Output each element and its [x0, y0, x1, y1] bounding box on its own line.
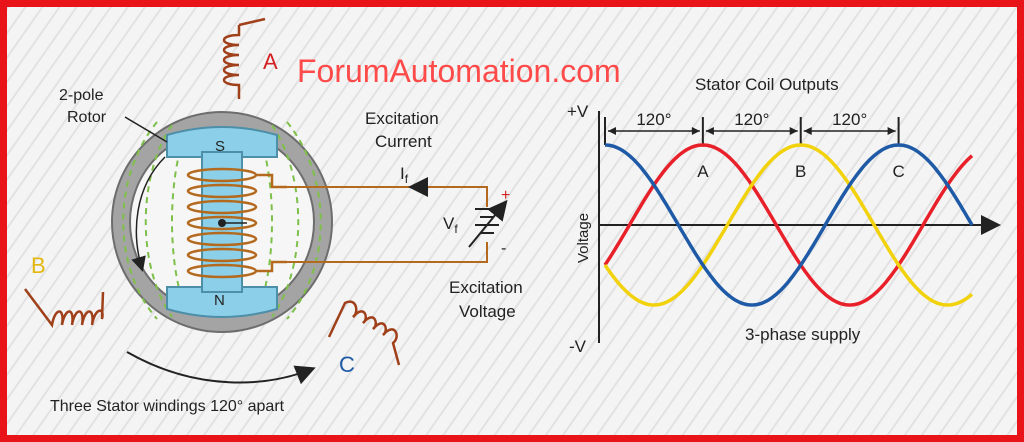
series-group: [603, 143, 974, 307]
generator-diagram: S N 2-pole Rotor A B C + - Excitation Cu…: [7, 7, 1017, 435]
series-line-3: [604, 143, 974, 307]
rotor-label-line2: Rotor: [67, 109, 107, 126]
minus-sign: -: [501, 240, 506, 257]
interval-label-1: 120°: [636, 110, 671, 129]
peak-labels: A B C: [697, 162, 905, 181]
rotor-top-pole-shoe: [166, 126, 278, 158]
y-axis-label: Voltage: [575, 213, 592, 263]
battery-symbol: [468, 199, 508, 248]
coil-b-label: B: [31, 253, 46, 278]
stator-coil-b: [24, 288, 105, 329]
peak-label-a: A: [697, 162, 709, 181]
pole-north-label: N: [214, 292, 225, 309]
peak-label-c: C: [892, 162, 904, 181]
interval-arrowhead-1-1: [608, 127, 616, 135]
rotor-bottom-pole-shoe: [166, 286, 278, 318]
y-top-label: +V: [567, 102, 589, 121]
coil-a-label: A: [263, 49, 278, 74]
y-bottom-label: -V: [569, 337, 587, 356]
waveform-chart: Stator Coil Outputs 3-phase supply +V -V…: [567, 75, 1001, 356]
excitation-current-line2: Current: [375, 132, 432, 151]
interval-markers: 120° 120° 120°: [604, 110, 900, 145]
interval-arrowhead-2-2: [789, 127, 798, 135]
current-symbol: If: [400, 164, 409, 186]
series-line-1: [603, 143, 974, 307]
chart-subtitle: 3-phase supply: [745, 325, 861, 344]
stator-coil-c: [327, 300, 401, 366]
pole-south-label: S: [215, 138, 225, 155]
excitation-current-line1: Excitation: [365, 109, 439, 128]
peak-label-b: B: [795, 162, 806, 181]
interval-arrowhead-3-1: [803, 127, 812, 135]
coil-c-label: C: [339, 352, 355, 377]
stator-coil-a: [222, 17, 266, 99]
rotation-arrow-outer: [126, 351, 316, 385]
voltage-symbol: Vf: [443, 214, 458, 236]
rotor-label-line1: 2-pole: [59, 87, 104, 104]
plus-sign: +: [501, 187, 510, 204]
excitation-circuit: [287, 186, 488, 263]
interval-arrowhead-2-1: [705, 127, 714, 135]
rotor-core: [201, 151, 243, 293]
interval-arrowhead-1-2: [691, 127, 700, 135]
rotor: [166, 126, 278, 318]
interval-label-3: 120°: [832, 110, 867, 129]
interval-arrowhead-3-2: [887, 127, 896, 135]
excitation-voltage-line2: Voltage: [459, 302, 516, 321]
excitation-voltage-line1: Excitation: [449, 278, 523, 297]
rotor-winding: [186, 167, 287, 279]
windings-caption: Three Stator windings 120° apart: [50, 398, 285, 415]
rotation-arrow-inner: [131, 156, 166, 272]
chart-title: Stator Coil Outputs: [695, 75, 839, 94]
interval-label-2: 120°: [734, 110, 769, 129]
watermark: ForumAutomation.com: [297, 53, 621, 89]
series-line-2: [603, 143, 974, 307]
rotor-label-pointer: [124, 116, 168, 143]
